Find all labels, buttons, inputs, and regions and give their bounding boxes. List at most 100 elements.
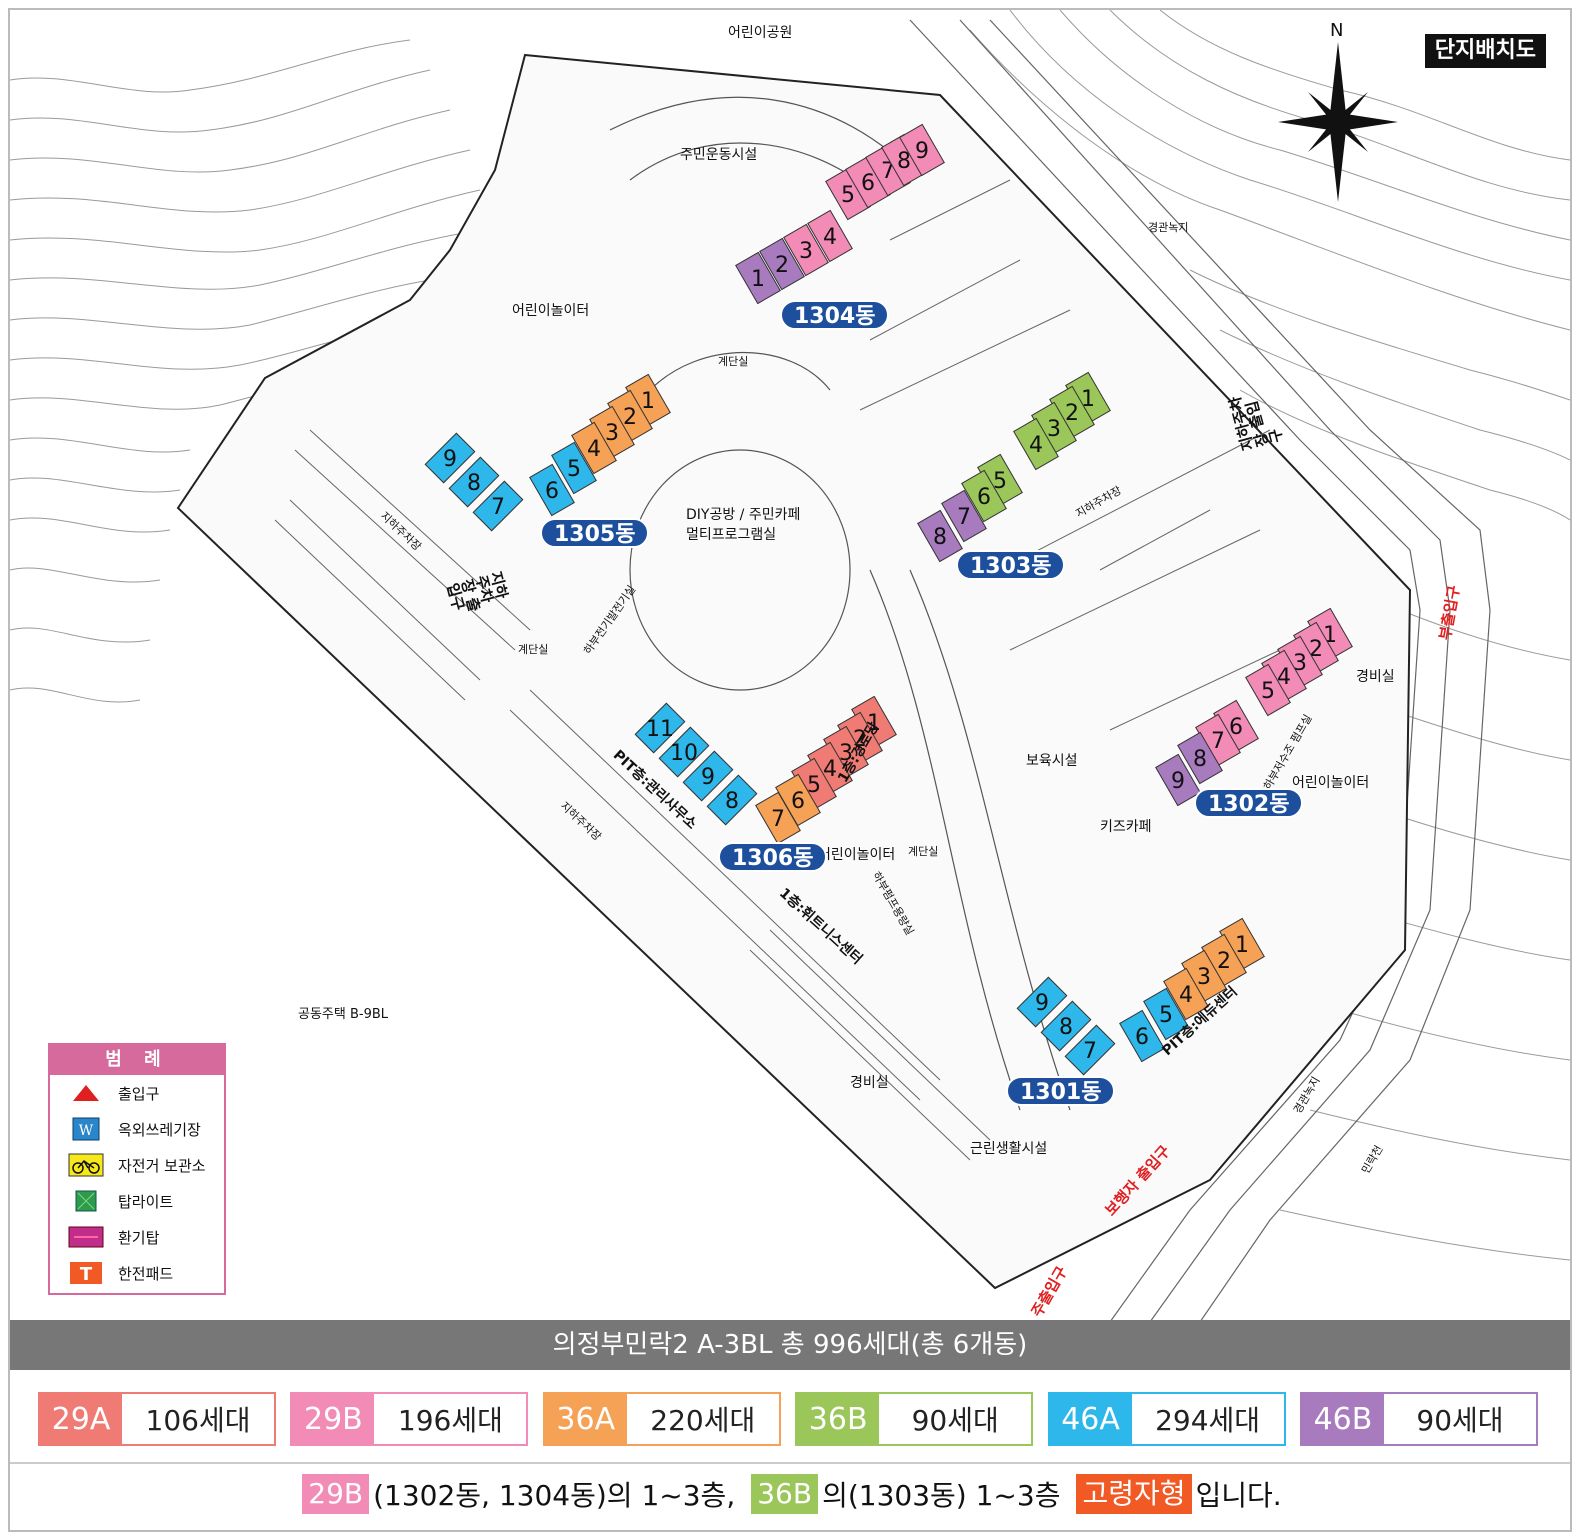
- label-playground-1305: 어린이놀이터: [512, 303, 590, 319]
- note-text-1: (1302동, 1304동)의 1~3층,: [373, 1479, 736, 1512]
- unit-number: 8: [467, 471, 481, 496]
- label-playground-1302: 어린이놀이터: [1292, 775, 1370, 791]
- building-unit-cell: [634, 702, 686, 754]
- triangle-icon: [68, 1081, 104, 1105]
- building-unit-cell: [1177, 731, 1223, 785]
- unit-number: 3: [1047, 417, 1061, 442]
- unit-type-code: 46A: [1049, 1394, 1132, 1444]
- building-unit-cell: [571, 421, 617, 475]
- building-unit-cell: [807, 209, 853, 263]
- building-unit-cell: [735, 251, 781, 305]
- unit-number: 4: [823, 757, 837, 782]
- badge-1305: 1305동: [540, 518, 650, 548]
- legend-label: 환기탑: [118, 1228, 160, 1247]
- unit-number: 4: [1179, 983, 1193, 1008]
- unit-type-count: 106세대: [122, 1394, 274, 1444]
- unit-number: 7: [491, 495, 505, 520]
- unit-type-code: 29A: [40, 1394, 122, 1444]
- unit-number: 2: [1217, 949, 1231, 974]
- unit-number: 1: [1235, 933, 1249, 958]
- unit-number: 3: [605, 421, 619, 446]
- building-unit-cell: [1163, 967, 1209, 1021]
- building-unit-cell: [1119, 1009, 1165, 1063]
- label-playground-park: 어린이공원: [728, 25, 793, 41]
- label-stair-1306: 계단실: [908, 845, 939, 858]
- unit-type-29a: 29A 106세대: [38, 1392, 276, 1446]
- unit-number: 6: [861, 171, 875, 196]
- unit-type-code: 29B: [292, 1394, 375, 1444]
- unit-number: 10: [670, 741, 698, 766]
- unit-number: 5: [567, 457, 581, 482]
- unit-type-row: 29A 106세대 29B 196세대 36A 220세대 36B 90세대 4…: [38, 1392, 1538, 1446]
- unit-number: 11: [646, 717, 674, 742]
- unit-type-46a: 46A 294세대: [1047, 1392, 1286, 1446]
- unit-number: 9: [915, 139, 929, 164]
- unit-number: 3: [1293, 651, 1307, 676]
- unit-number: 7: [957, 505, 971, 530]
- unit-number: 2: [1065, 401, 1079, 426]
- divider: [10, 1462, 1570, 1464]
- parking-rows: [274, 179, 1281, 1161]
- summary-bar: 의정부민락2 A-3BL 총 996세대(총 6개동): [10, 1320, 1570, 1370]
- bicycle-icon: [68, 1153, 104, 1177]
- unit-number: 9: [1171, 769, 1185, 794]
- unit-number: 1: [751, 267, 765, 292]
- unit-type-code: 36B: [797, 1394, 880, 1444]
- unit-type-46b: 46B 90세대: [1299, 1392, 1538, 1446]
- t-pad-icon: T: [68, 1261, 104, 1285]
- badge-1303: 1303동: [956, 550, 1066, 580]
- building-unit-cell: [941, 489, 987, 543]
- building-unit-cell: [1143, 987, 1189, 1041]
- legend-label: 한전패드: [118, 1264, 174, 1283]
- legend-label: 자전거 보관소: [118, 1156, 206, 1175]
- unit-type-code: 36A: [544, 1394, 627, 1444]
- plaza-paths: [609, 96, 1071, 1111]
- unit-number: 8: [1193, 747, 1207, 772]
- terrain-contours: [10, 10, 1570, 1261]
- label-guard-1302: 경비실: [1356, 669, 1395, 685]
- toplight-icon: [68, 1189, 104, 1213]
- unit-number: 8: [1059, 1015, 1073, 1040]
- unit-number: 5: [841, 183, 855, 208]
- label-playground-1306: 어린이놀이터: [818, 847, 896, 863]
- label-neighbor-lot: 공동주택 B-9BL: [298, 1007, 389, 1022]
- badge-1304: 1304동: [780, 300, 890, 330]
- map-title: 단지배치도: [1424, 34, 1546, 69]
- building-unit-cell: [1013, 417, 1059, 471]
- unit-number: 2: [775, 253, 789, 278]
- unit-number: 6: [545, 479, 559, 504]
- unit-type-count: 294세대: [1131, 1394, 1284, 1444]
- label-diy: DIY공방 / 주민카페: [686, 507, 801, 523]
- badge-1306: 1306동: [718, 842, 828, 872]
- legend-box: 범 례 출입구 W 옥외쓰레기장 자전거 보관소 탑라이트 환기탑 T 한전패드: [48, 1043, 226, 1295]
- unit-type-count: 196세대: [374, 1394, 527, 1444]
- unit-number: 8: [897, 149, 911, 174]
- building-unit-cell: [1040, 1000, 1092, 1052]
- building-unit-cell: [551, 441, 597, 495]
- page-frame: [8, 8, 1572, 1532]
- building-unit-cell: [783, 223, 829, 277]
- unit-number: 3: [799, 239, 813, 264]
- unit-number: 5: [993, 469, 1007, 494]
- building-unit-cell: [529, 463, 575, 517]
- note-chip-36b: 36B: [751, 1474, 819, 1514]
- legend-label: 옥외쓰레기장: [118, 1120, 201, 1139]
- svg-text:T: T: [80, 1264, 93, 1285]
- vent-icon: [68, 1225, 104, 1249]
- building-unit-cell: [759, 237, 805, 291]
- legend-item-kepco-pad: T 한전패드: [50, 1255, 224, 1291]
- unit-number: 9: [701, 765, 715, 790]
- legend-label: 탑라이트: [118, 1192, 174, 1211]
- unit-number: 1: [1081, 387, 1095, 412]
- label-retail: 근린생활시설: [970, 1141, 1048, 1157]
- building-unit-cell: [706, 774, 758, 826]
- compass-rose-icon: [1278, 42, 1398, 202]
- building-unit-cell: [755, 791, 801, 845]
- note-text-2: 의(1303동) 1~3층: [822, 1479, 1061, 1512]
- unit-number: 3: [839, 741, 853, 766]
- label-fitness: 주민운동시설: [680, 147, 758, 163]
- badge-1301: 1301동: [1006, 1076, 1116, 1106]
